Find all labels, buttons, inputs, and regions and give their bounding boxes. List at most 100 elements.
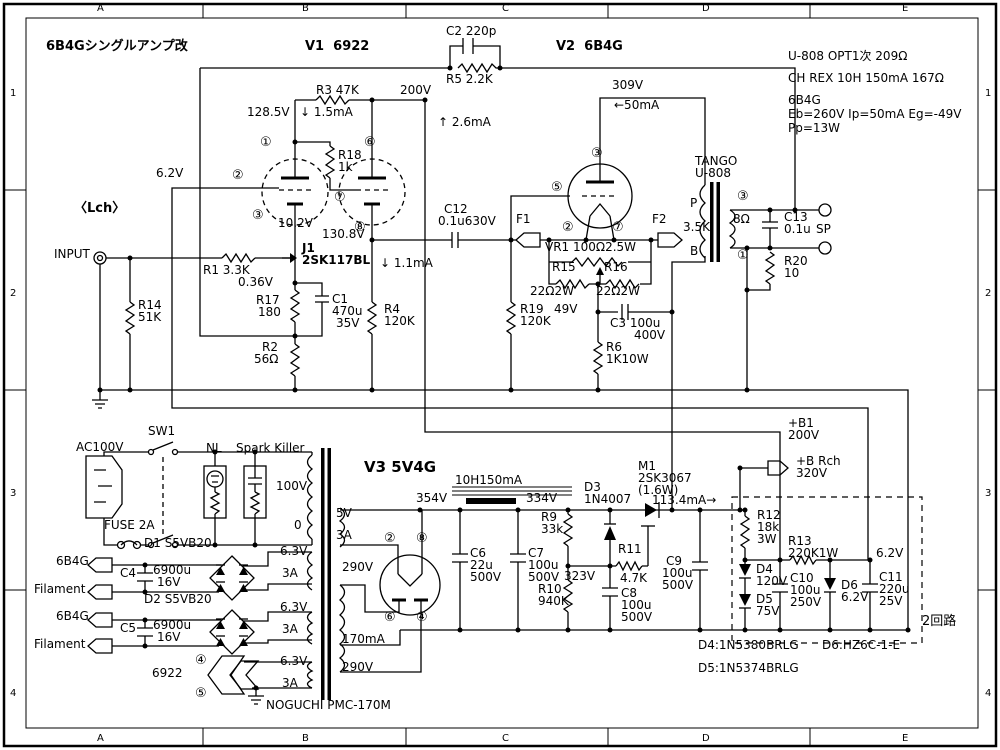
c8-volt: 500V [621,610,653,624]
current-50ma: ←50mA [614,98,660,112]
c11-val: 220u [879,582,910,596]
whv-170: 170mA [342,632,385,646]
node-130p8v: 130.8V [322,227,365,241]
r2-ref: R2 [262,340,278,354]
note-d6-part: D6:HZ6C-1-E [822,638,901,652]
r9-val: 33k [541,522,564,536]
v1-pin6: ⑥ [364,135,376,150]
v2-pin5: ⑤ [551,180,563,195]
v1-pin2: ② [232,168,244,183]
c4-ref: C4 [120,566,137,580]
c7-ref: C7 [528,546,545,560]
v1-pin1: ① [260,135,272,150]
c6-ref: C6 [470,546,487,560]
opt-sec-pin1: ① [737,248,749,263]
r13-val: 220K1W [788,546,839,560]
diodes [604,502,836,609]
r10-ref: R10 [538,582,562,596]
note-d4-part: D4:1N5380BRLG [698,638,799,652]
d6-ref: D6 [841,578,858,592]
r9-ref: R9 [541,510,557,524]
sp-label: SP [816,222,831,236]
d1-label: D1 S5VB20 [144,536,212,550]
r17-val: 180 [258,305,281,319]
grid-col-c-top: C [502,3,509,14]
w1-v: 6.3V [280,544,308,558]
fil2-tube: 6B4G [56,609,89,623]
w2-a: 3A [282,622,298,636]
pri-0: 0 [294,518,302,532]
c8-ref: C8 [621,586,638,600]
c10-volt: 250V [790,595,822,609]
w5v-v: 5V [336,506,352,520]
d3-ref: D3 [584,480,601,494]
m1-pow: (1.6W) [638,483,679,497]
opt-b: B [690,244,699,258]
pin4-6922: ④ [195,653,207,668]
r12-val: 18k [757,520,780,534]
v3-pin2: ② [384,531,396,546]
input-label: INPUT [54,247,90,261]
w2-v: 6.3V [280,600,308,614]
grid-row-1-right: 1 [985,88,992,99]
note-d5-part: D5:1N5374BRLG [698,661,799,675]
schematic-title: 6B4Gシングルアンプ改 [46,39,188,54]
node-6p2v-psu: 6.2V [876,546,904,560]
channel-label: 〈Lch〉 [74,201,126,216]
opt-sec-pin3: ③ [737,189,749,204]
grid-col-e-bottom: E [902,733,909,744]
r19-val: 120K [520,314,551,328]
ac-inlet [85,455,123,519]
nl-label: NL [206,441,222,455]
grid-col-d-bottom: D [702,733,710,744]
opt-model: U-808 [695,166,732,180]
v3-designator: V3 5V4G [364,458,437,476]
w3-v: 6.3V [280,654,308,668]
c5-val: 6900u [153,618,192,632]
v2-tube [567,163,633,241]
d4-ref: D4 [756,562,773,576]
grid-row-3-left: 3 [10,488,17,499]
bridge-d1 [209,555,255,601]
r18-ref: R18 [338,148,362,162]
r1-label: R1 3.3K [203,263,250,277]
node-49v: 49V [554,302,578,316]
r17-ref: R17 [256,293,280,307]
note-2circuits: 2回路 [922,614,957,629]
node-0p36v: 0.36V [238,275,273,289]
c7-val: 100u [528,558,559,572]
node-334v: 334V [526,491,558,505]
c4-val: 6900u [153,563,192,577]
node-200v: 200V [400,83,432,97]
v2-designator: V2 6B4G [556,39,623,54]
grid-col-b-bottom: B [302,733,309,744]
pt-label: NOGUCHI PMC-170M [266,698,391,712]
v3-pin8: ⑧ [416,531,428,546]
r6-ref: R6 [606,340,622,354]
c9-val: 100u [662,566,693,580]
r4-ref: R4 [384,302,400,316]
c5-volt: 16V [157,630,181,644]
current-113ma: 113.4mA→ [652,493,717,507]
v3-pin4: ④ [416,610,428,625]
d4-val: 120V [756,574,788,588]
r15-ref: R15 [552,260,576,274]
c12-ref: C12 [444,202,468,216]
r20-val: 10 [784,266,800,280]
w3-a: 3A [282,676,298,690]
c4-volt: 16V [157,575,181,589]
pri-100v: 100V [276,479,308,493]
c13-ref: C13 [784,210,808,224]
ground-symbols [92,390,264,705]
ac-label: AC100V [76,440,124,454]
j1-ref: J1 [302,241,315,255]
output-transformer [699,182,736,262]
brch-ref: +B Rch [796,454,841,468]
r13-ref: R13 [788,534,812,548]
r16-ref: R16 [604,260,628,274]
d3-part: 1N4007 [584,492,632,506]
grid-col-d-top: D [702,3,710,14]
c1-volt: 35V [336,316,360,330]
c1-val: 470u [332,304,363,318]
v1-tube [261,158,406,226]
